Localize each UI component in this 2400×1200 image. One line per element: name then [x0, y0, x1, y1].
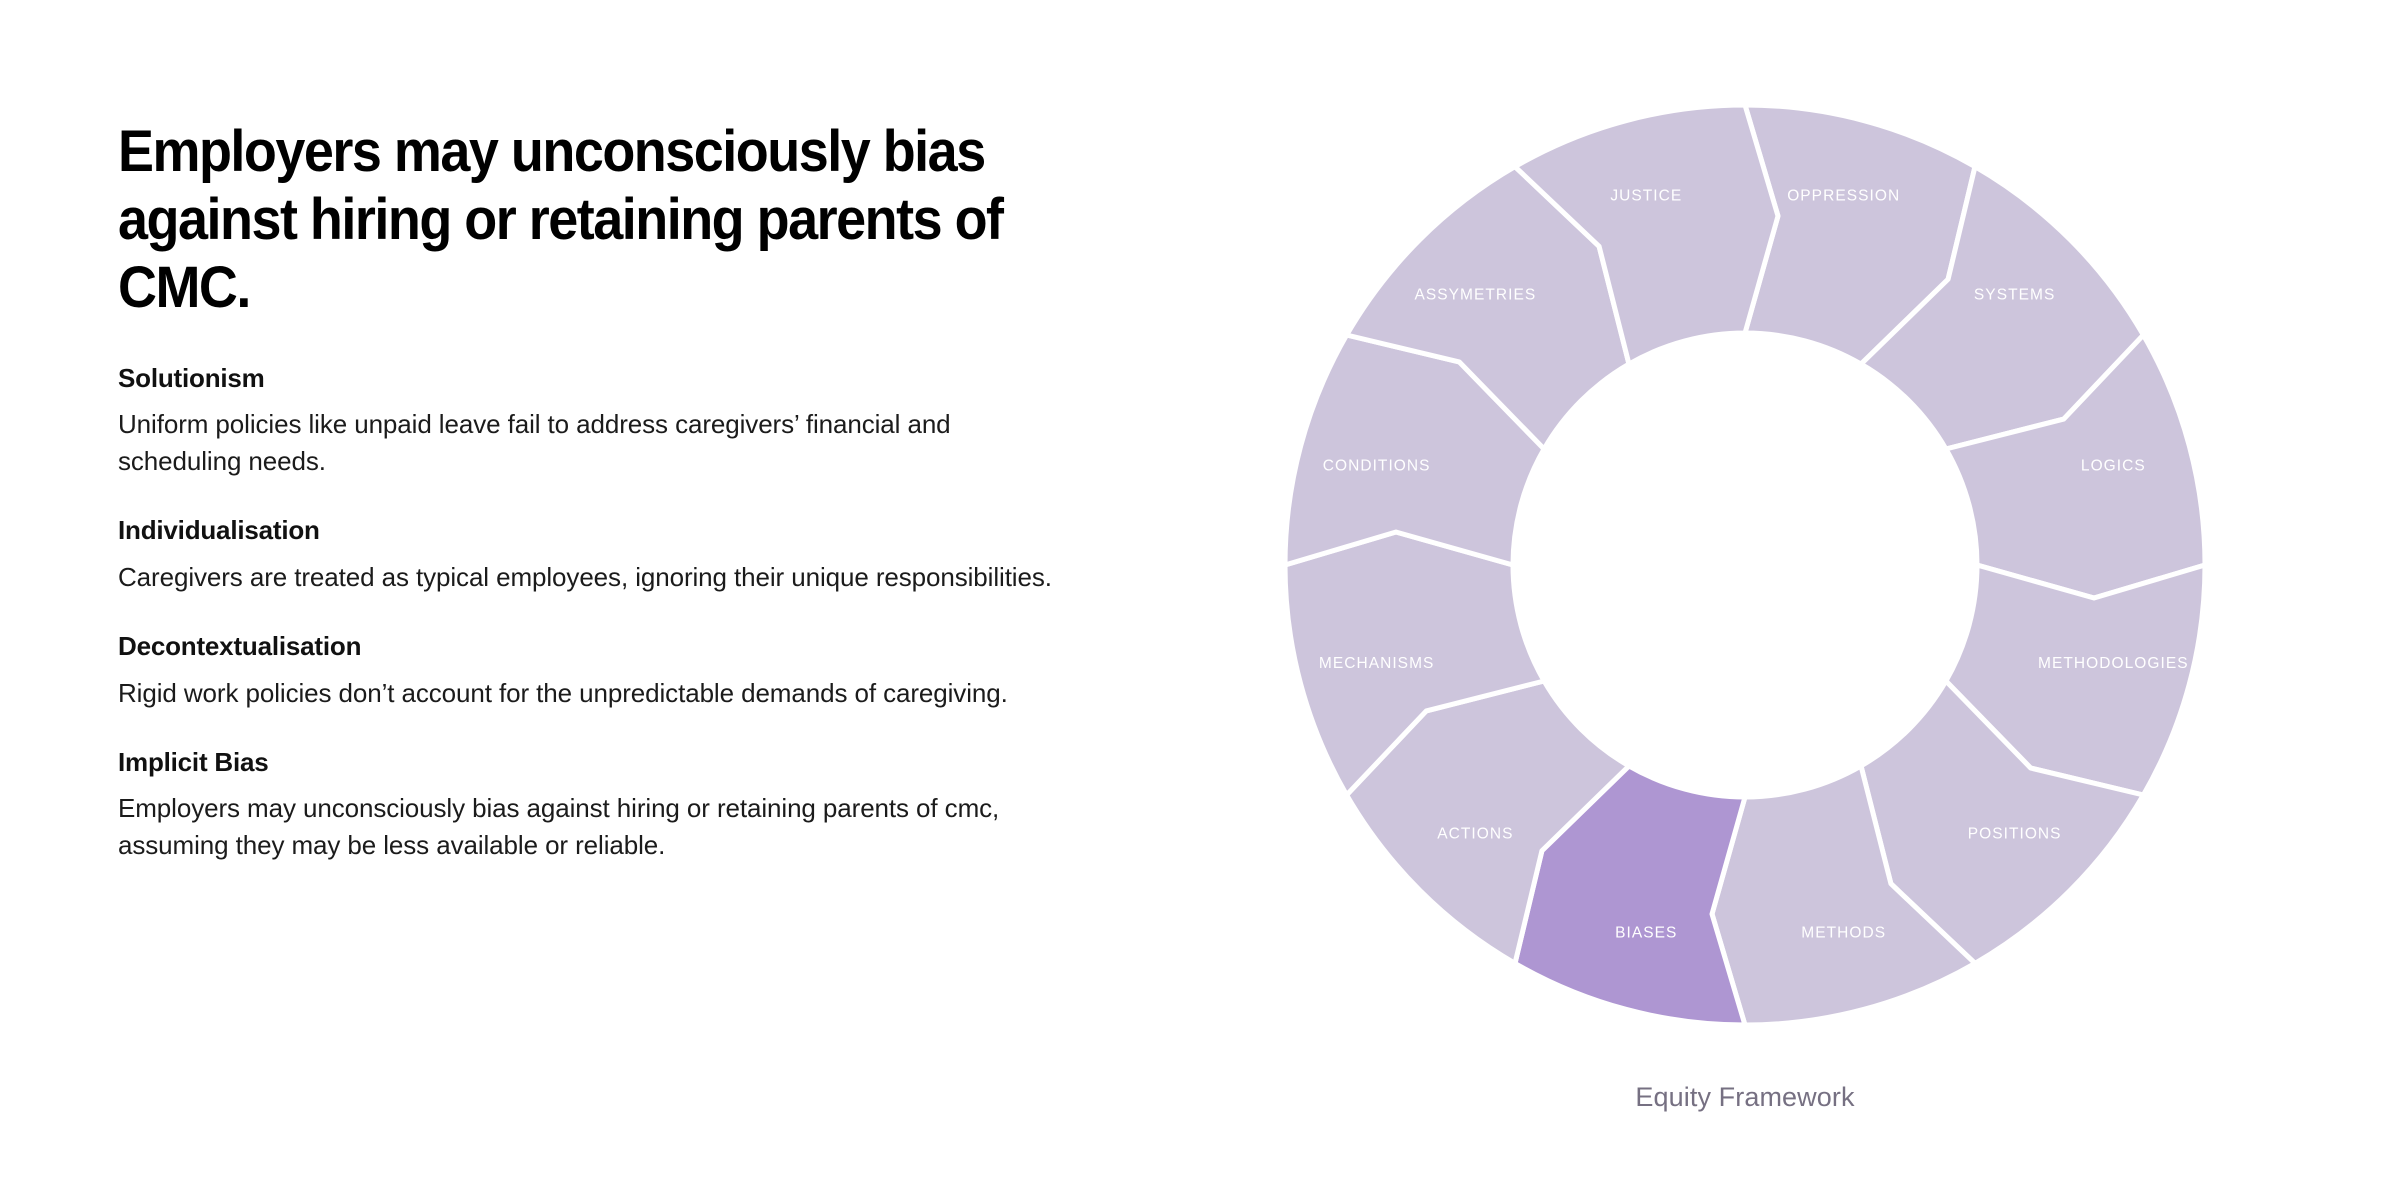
section-title: Individualisation [118, 515, 320, 546]
donut-segment-oppression[interactable] [1742, 102, 1978, 367]
page-title: Employers may unconsciously bias against… [118, 119, 1004, 320]
donut-segment-label: SYSTEMS [1974, 286, 2055, 303]
donut-segment-positions[interactable] [1858, 678, 2146, 966]
section-body: Uniform policies like unpaid leave fail … [118, 409, 951, 477]
section-title: Decontextualisation [118, 630, 362, 661]
donut-segments-group [1282, 102, 2208, 1028]
donut-segment-logics[interactable] [1943, 332, 2208, 601]
donut-segment-methodologies[interactable] [1943, 562, 2208, 798]
donut-segment-assymetries[interactable] [1344, 164, 1632, 452]
section-body: Rigid work policies don’t account for th… [118, 677, 1008, 708]
donut-segment-label: BIASES [1615, 924, 1677, 941]
section-title: Solutionism [118, 362, 265, 393]
donut-chart-svg: OPPRESSION SYSTEMS LOGICS METHODOLOGIES POSI… [1282, 102, 2208, 1028]
section-body: Caregivers are treated as typical employ… [118, 561, 1052, 592]
donut-segment-label: JUSTICE [1610, 188, 1682, 205]
equity-framework-chart: OPPRESSION SYSTEMS LOGICS METHODOLOGIES POSI… [1240, 60, 2250, 1170]
section-body: Employers may unconsciously bias against… [118, 793, 1000, 861]
donut-segment-label: MECHANISMS [1319, 655, 1435, 672]
donut-segment-justice[interactable] [1512, 102, 1781, 367]
donut-segment-mechanisms[interactable] [1282, 529, 1547, 798]
section-title: Implicit Bias [118, 746, 269, 777]
donut-segment-label: ASSYMETRIES [1414, 286, 1536, 303]
donut-segment-conditions[interactable] [1282, 332, 1547, 568]
donut-segment-label: METHODS [1801, 924, 1886, 941]
donut-segment-methods[interactable] [1709, 763, 1978, 1028]
donut-segment-biases[interactable] [1512, 763, 1748, 1028]
chart-caption: Equity Framework [1635, 1082, 1855, 1112]
donut-segment-actions[interactable] [1344, 678, 1632, 966]
donut-segment-systems[interactable] [1858, 164, 2146, 452]
donut-segment-label: METHODOLOGIES [2038, 655, 2189, 672]
donut-labels-group: OPPRESSION SYSTEMS LOGICS METHODOLOGIES POSI… [1319, 188, 2189, 942]
donut-segment-label: ACTIONS [1437, 826, 1513, 843]
donut-segment-label: POSITIONS [1968, 826, 2062, 843]
text-column: Employers may unconsciously bias against… [118, 118, 1118, 864]
donut-segment-label: LOGICS [2081, 457, 2146, 474]
donut-segment-label: OPPRESSION [1787, 188, 1900, 205]
donut-segment-label: CONDITIONS [1323, 457, 1431, 474]
